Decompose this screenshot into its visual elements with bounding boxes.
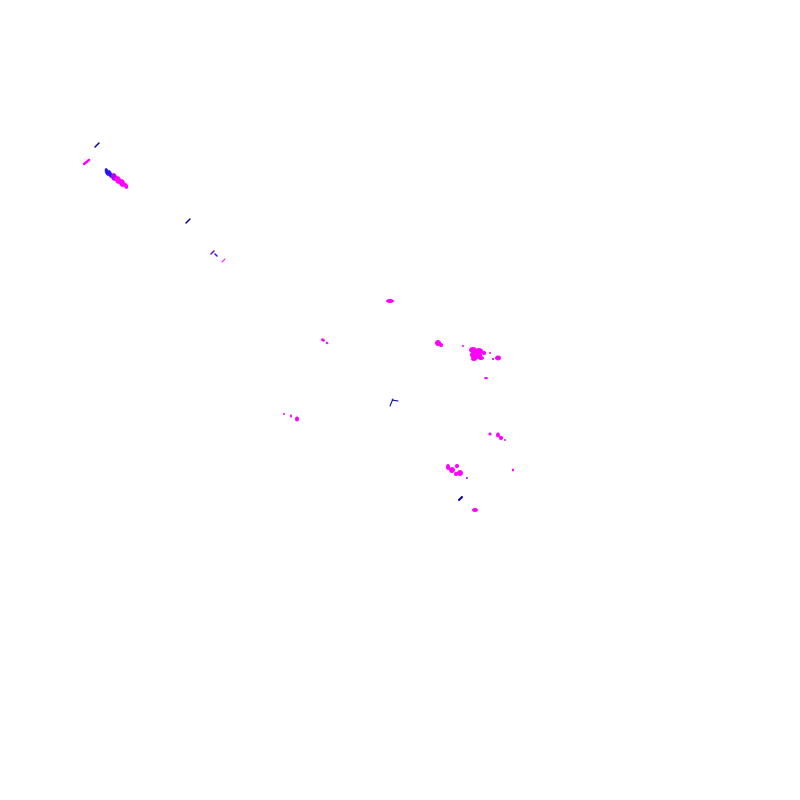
map-region-mark [454,472,458,476]
map-region-mark [446,464,450,470]
map-region-mark [495,355,501,361]
map-region-mark [484,377,488,379]
map-stroke-mark [82,158,91,166]
map-region-mark [482,351,486,355]
map-region-mark [512,468,514,472]
map-region-mark [504,439,506,441]
map-region-mark [123,183,129,189]
map-region-mark [290,414,292,418]
map-stroke-mark [458,496,463,501]
map-region-mark [457,470,463,476]
map-region-mark [321,338,325,342]
map-region-mark [496,432,500,438]
map-region-mark [462,345,464,347]
map-stroke-mark [391,399,399,402]
map-region-mark [439,343,443,347]
map-region-mark [325,341,329,345]
map-region-mark [492,358,494,360]
map-stroke-mark [94,142,100,148]
map-stroke-mark [221,258,226,263]
map-region-mark [386,299,394,303]
map-region-mark [499,436,503,440]
map-region-mark [455,464,459,468]
map-stroke-mark [210,250,215,255]
map-region-mark [488,432,492,436]
map-region-mark [118,179,126,187]
map-region-mark [489,352,491,354]
map-stroke-mark [214,253,218,257]
map-region-mark [466,477,468,479]
map-stroke-mark [185,218,191,224]
map-region-mark [283,413,285,415]
map-region-mark [472,508,478,512]
map-region-mark [295,416,299,422]
map-region-mark [471,357,477,361]
map-region-mark [449,467,455,473]
map-region-mark [478,356,484,360]
